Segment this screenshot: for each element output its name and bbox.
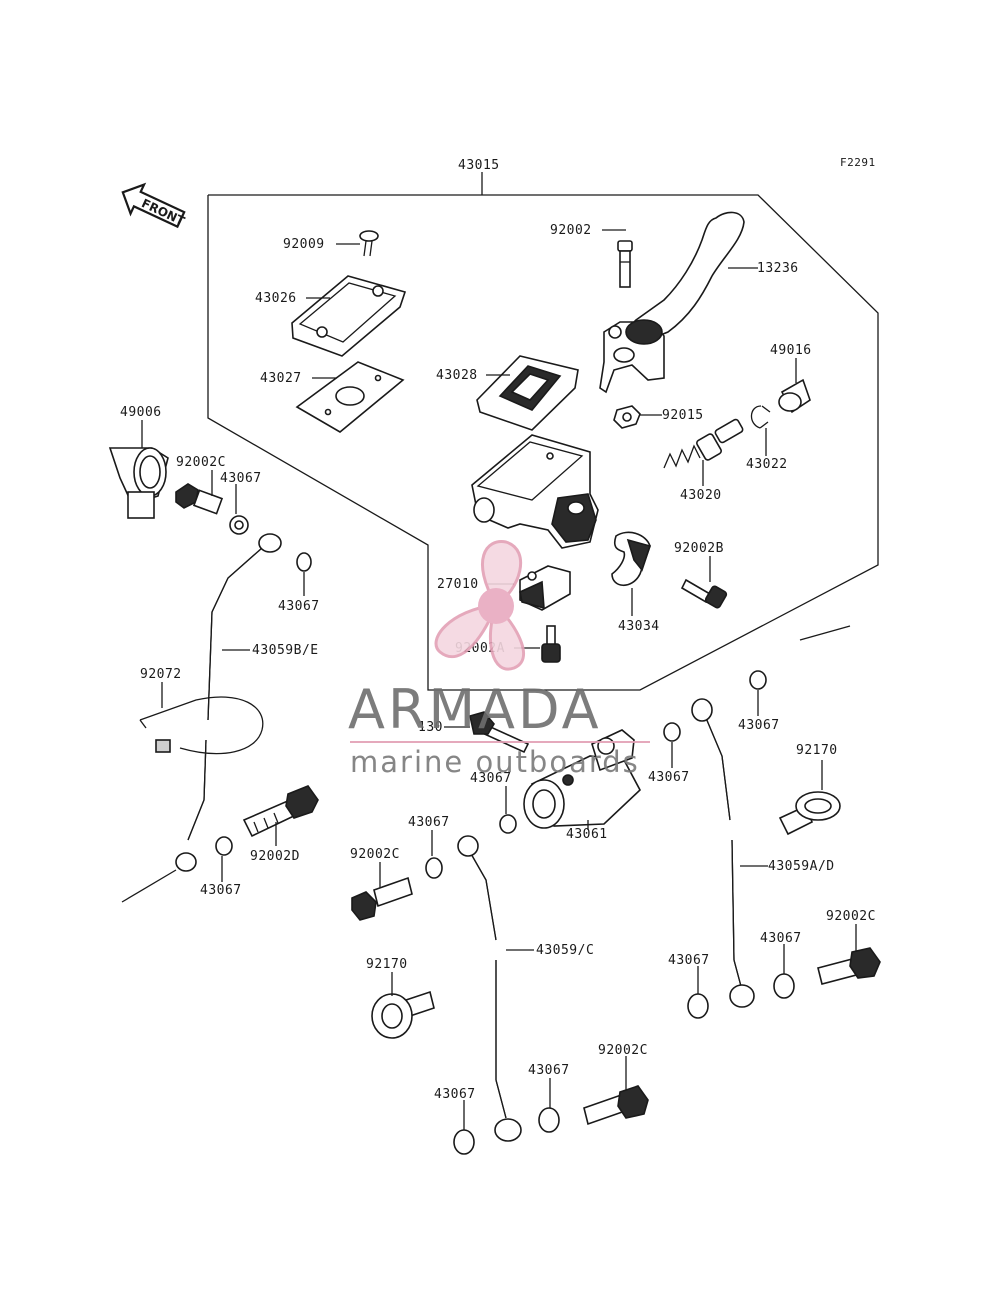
washer-43067-i — [538, 1107, 560, 1133]
washer-43067-f — [749, 670, 767, 690]
label-43026: 43026 — [255, 291, 297, 306]
washer-43067-b — [296, 552, 312, 572]
bolt-92002C-top — [175, 483, 224, 515]
label-43067-d: 43067 — [470, 771, 512, 786]
label-92002B: 92002B — [674, 541, 724, 556]
label-49006: 49006 — [120, 405, 162, 420]
label-13236: 13236 — [757, 261, 799, 276]
label-43015: 43015 — [458, 158, 500, 173]
label-43059BE: 43059B/E — [252, 643, 319, 658]
bolt-92002C-right — [817, 947, 881, 985]
label-92009: 92009 — [283, 237, 325, 252]
clamp-43034 — [611, 531, 652, 587]
master-cylinder-body — [471, 434, 599, 549]
brake-lever-13236 — [599, 211, 745, 394]
label-43059AD: 43059A/D — [768, 859, 835, 874]
washer-43067-g — [425, 857, 443, 879]
label-43067-c: 43067 — [200, 883, 242, 898]
figure-code: F2291 — [840, 156, 876, 169]
label-130: 130 — [418, 720, 443, 735]
hose-clamp-92170-right — [778, 791, 841, 836]
label-92072: 92072 — [140, 667, 182, 682]
brake-hose-43059C — [457, 835, 522, 1142]
label-43067-j: 43067 — [760, 931, 802, 946]
label-92015: 92015 — [662, 408, 704, 423]
label-27010: 27010 — [437, 577, 479, 592]
label-43067-a: 43067 — [220, 471, 262, 486]
hose-clamp-92170-left — [371, 990, 435, 1039]
brake-hose-43059AD — [691, 698, 755, 1008]
label-43067-h: 43067 — [434, 1087, 476, 1102]
reservoir-cap-43026 — [291, 275, 407, 357]
boot-49006 — [108, 447, 169, 519]
label-43020: 43020 — [680, 488, 722, 503]
assembly-outline — [207, 194, 879, 691]
label-49016: 49016 — [770, 343, 812, 358]
washer-43067-j — [773, 973, 795, 999]
hose-continuation-line-left — [121, 869, 177, 903]
bolt-130 — [469, 711, 530, 754]
label-92170-left: 92170 — [366, 957, 408, 972]
label-92002C-right: 92002C — [826, 909, 876, 924]
label-43027: 43027 — [260, 371, 302, 386]
label-43034: 43034 — [618, 619, 660, 634]
screw-92009 — [359, 230, 379, 257]
bolt-92002D — [242, 785, 319, 838]
washer-43067-c — [215, 836, 233, 856]
hose-continuation-line-right — [799, 625, 851, 641]
label-43067-f: 43067 — [738, 718, 780, 733]
label-43067-i: 43067 — [528, 1063, 570, 1078]
bolt-92002B — [680, 578, 728, 609]
circlip-43022 — [750, 405, 771, 429]
label-92002C-top: 92002C — [176, 455, 226, 470]
label-43061: 43061 — [566, 827, 608, 842]
label-43028: 43028 — [436, 368, 478, 383]
nut-92015 — [613, 405, 641, 429]
banjo-cylinder-43061 — [523, 729, 641, 829]
watermark-brand: ARMADA — [348, 678, 602, 741]
diaphragm-43028 — [476, 355, 579, 431]
brake-hose-43059BE — [175, 533, 282, 872]
washer-43067-d — [499, 814, 517, 834]
screw-92002A — [541, 625, 561, 663]
washer-43067-a-hole — [234, 520, 244, 530]
label-43067-k: 43067 — [668, 953, 710, 968]
diaphragm-plate-43027 — [295, 361, 405, 433]
piston-kit-43020 — [663, 418, 744, 469]
washer-43067-k — [687, 993, 709, 1019]
dust-boot-49016 — [778, 378, 811, 414]
label-92002C-middle: 92002C — [350, 847, 400, 862]
label-92002C-bottom: 92002C — [598, 1043, 648, 1058]
label-43067-e: 43067 — [648, 770, 690, 785]
watermark-logo: ARMADA marine outboards — [348, 540, 650, 779]
label-92002: 92002 — [550, 223, 592, 238]
label-43067-g: 43067 — [408, 815, 450, 830]
washer-43067-h — [453, 1129, 475, 1155]
washer-43067-e — [663, 722, 681, 742]
bolt-92002C-middle — [351, 876, 413, 921]
propeller-icon — [434, 540, 525, 671]
hose-band-92072 — [139, 696, 264, 755]
label-92002D: 92002D — [250, 849, 300, 864]
label-43022: 43022 — [746, 457, 788, 472]
label-43067-b: 43067 — [278, 599, 320, 614]
label-43059C: 43059/C — [536, 943, 594, 958]
watermark-tagline: marine outboards — [350, 745, 640, 779]
label-92170-right: 92170 — [796, 743, 838, 758]
bolt-92002 — [617, 240, 633, 288]
bolt-92002C-bottom — [583, 1085, 649, 1126]
brake-switch-27010 — [519, 565, 571, 611]
front-arrow-icon: FRONT — [121, 182, 188, 229]
